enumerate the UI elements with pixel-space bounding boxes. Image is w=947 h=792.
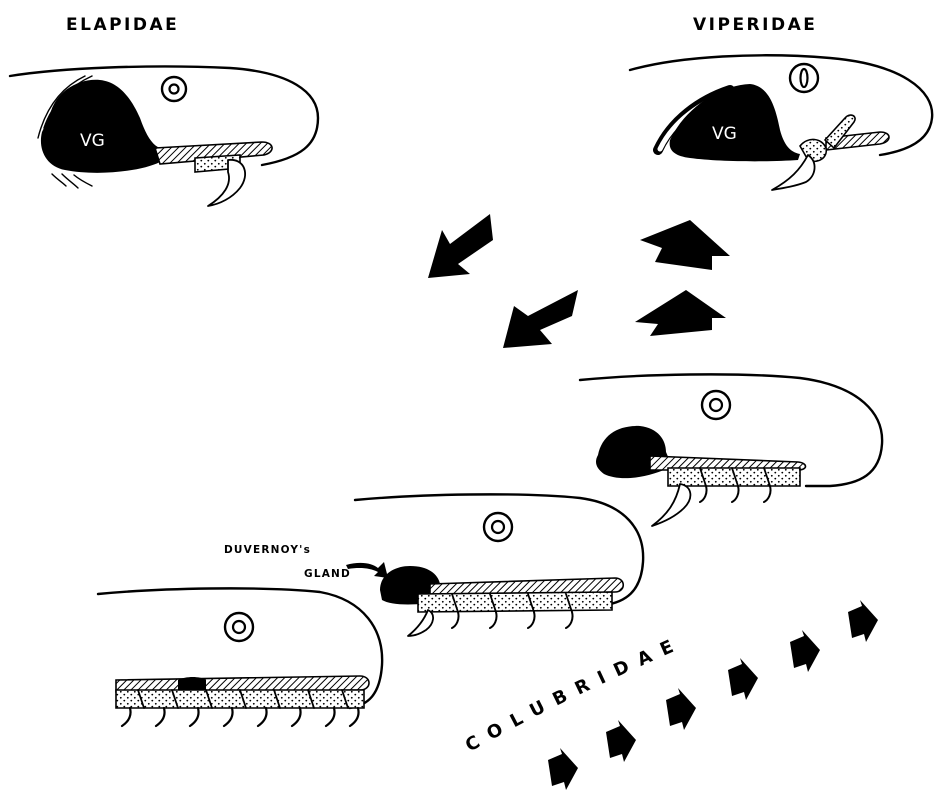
colubrid-3-jaw [668, 468, 800, 486]
colubrid-2-rear-tooth [408, 610, 433, 636]
colubrid-head-2: DUVERNOY's GLAND [224, 494, 643, 636]
colubrid-2-small-teeth [452, 612, 573, 628]
viper-maxilla [800, 139, 826, 161]
elapid-venom-gland [41, 80, 160, 173]
colubridae-label: COLUBRIDAE [462, 632, 687, 756]
duvernoy-label-line2: GLAND [304, 568, 351, 580]
colubridae-arrow-2-icon [606, 720, 636, 762]
colubrid-head-1 [98, 588, 382, 726]
colubridae-arrow-5-icon [790, 630, 820, 672]
viper-venom-gland [670, 84, 800, 161]
colubridae-arrow-4-icon [728, 658, 758, 700]
colubrid-3-rear-fang [652, 484, 690, 526]
arrow-to-viperidae-upper-icon [640, 220, 730, 270]
colubrid-1-eye-pupil [233, 621, 245, 633]
elapid-eye-pupil [170, 85, 179, 94]
viper-eye-pupil [801, 69, 808, 87]
elapidae-title: ELAPIDAE [66, 15, 179, 35]
elapid-head: VG [10, 66, 318, 206]
colubridae-arrow-1-icon [548, 748, 578, 790]
viper-head: VG [630, 55, 932, 190]
colubrid-2-jaw [418, 592, 612, 612]
arrow-to-elapidae-upper-icon [428, 214, 493, 278]
colubridae-label-path: COLUBRIDAE [462, 632, 687, 756]
duvernoy-pointer-arrow-icon [346, 562, 388, 578]
arrow-to-viperidae-lower-icon [635, 290, 726, 336]
colubrid-2-eye-pupil [492, 521, 504, 533]
elapid-vg-label: VG [80, 131, 105, 151]
colubridae-arrow-3-icon [666, 688, 696, 730]
colubridae-arrows [548, 600, 878, 790]
colubrid-1-teeth [122, 708, 359, 726]
arrow-to-elapidae-lower-icon [503, 290, 578, 348]
colubrid-3-eye-pupil [710, 399, 722, 411]
colubrid-head-3 [580, 374, 882, 526]
viperidae-title: VIPERIDAE [693, 15, 817, 35]
viper-vg-label: VG [712, 124, 737, 144]
duvernoy-label-line1: DUVERNOY's [224, 544, 311, 556]
colubrid-3-small-teeth [700, 486, 771, 502]
colubridae-arrow-6-icon [848, 600, 878, 642]
